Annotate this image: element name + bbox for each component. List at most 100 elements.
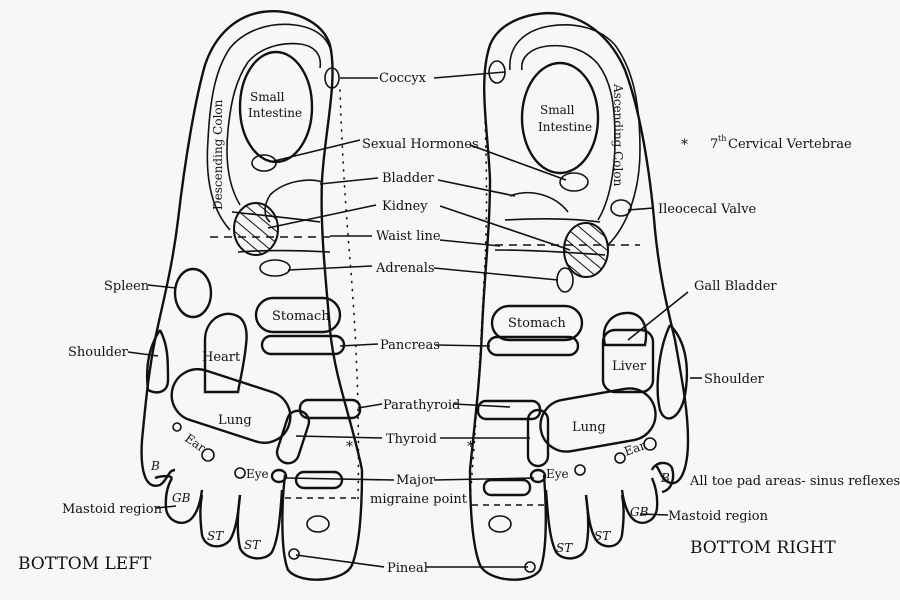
label-migraine-point: migraine point xyxy=(370,492,468,507)
right-stomach-label: Stomach xyxy=(508,316,566,331)
left-thyroid xyxy=(275,409,311,465)
left-spleen xyxy=(173,267,213,319)
seventh-cervical-number: 7 xyxy=(710,137,718,152)
right-shoulder-label: Shoulder xyxy=(704,372,765,387)
label-gall-bladder: Gall Bladder xyxy=(694,279,777,294)
right-toe-5 xyxy=(650,461,675,494)
right-adrenal xyxy=(556,267,574,293)
left-ear-point xyxy=(172,422,182,432)
right-small-intestine-line1: Small xyxy=(540,103,575,117)
left-big-toe-pad xyxy=(306,515,330,533)
left-toe-st-1: ST xyxy=(207,529,224,543)
right-eye-point-1 xyxy=(574,464,586,476)
left-descending-colon-inner xyxy=(226,42,322,206)
right-parathyroid xyxy=(476,399,542,421)
left-toe-st-2: ST xyxy=(244,538,261,552)
seventh-cervical-sup: th xyxy=(718,134,726,143)
left-eye-point-2 xyxy=(270,468,288,484)
label-bladder: Bladder xyxy=(382,171,435,186)
right-foot: * B GB ST ST xyxy=(467,12,690,581)
leader-lines xyxy=(127,71,702,568)
label-sinus-reflexes: All toe pad areas- sinus reflexes xyxy=(689,474,900,489)
left-shoulder-label: Shoulder xyxy=(68,345,129,360)
left-toe-gb: GB xyxy=(172,491,191,505)
right-kidney xyxy=(563,222,609,278)
label-major: Major xyxy=(396,473,436,488)
label-parathyroid: Parathyroid xyxy=(383,398,460,413)
right-toe-gb: GB xyxy=(630,505,649,519)
right-small-intestine xyxy=(520,61,600,175)
left-eye-label: Eye xyxy=(246,467,269,481)
left-small-intestine-line1: Small xyxy=(250,90,285,104)
left-eye-point-1 xyxy=(234,467,246,479)
label-pancreas: Pancreas xyxy=(380,338,440,353)
left-parathyroid xyxy=(298,398,362,420)
left-ear-label: Ear xyxy=(182,431,208,455)
left-stomach xyxy=(254,296,342,334)
left-heart-label: Heart xyxy=(202,350,241,365)
left-adrenal xyxy=(259,259,291,277)
right-bladder xyxy=(509,192,569,213)
left-toe-5 xyxy=(154,474,173,480)
left-foot-outline xyxy=(140,10,364,487)
bottom-left-title: BOTTOM LEFT xyxy=(18,554,152,574)
right-spine-dots xyxy=(469,89,488,501)
left-toe-3 xyxy=(199,494,242,548)
right-foot-outline xyxy=(468,12,690,485)
right-small-intestine-line2: Intestine xyxy=(538,120,592,134)
right-ascending-colon-inner xyxy=(521,44,616,221)
left-pineal-point xyxy=(288,548,300,560)
seventh-cervical-label: Cervical Vertebrae xyxy=(728,137,852,152)
right-toe-b: B xyxy=(660,471,670,485)
right-lung-label: Lung xyxy=(572,420,606,435)
right-lung xyxy=(539,387,657,453)
right-toe-4 xyxy=(620,477,659,524)
label-sexual-hormones: Sexual Hormones xyxy=(362,137,479,152)
right-eye-point-2 xyxy=(529,468,547,484)
left-small-intestine-line2: Intestine xyxy=(248,106,302,120)
right-transverse-colon-top xyxy=(504,217,601,223)
right-eye-label: Eye xyxy=(546,467,569,481)
right-gall-bladder xyxy=(602,311,648,347)
right-liver xyxy=(601,328,655,394)
right-toe-big xyxy=(468,469,547,581)
seventh-cervical-star: * xyxy=(681,137,688,153)
bottom-right-title: BOTTOM RIGHT xyxy=(690,538,836,558)
left-coccyx-point xyxy=(324,67,340,89)
left-toe-4 xyxy=(164,477,204,524)
label-pineal: Pineal xyxy=(387,561,428,576)
label-waist-line: Waist line xyxy=(376,229,441,244)
right-ascending-colon-label: Ascending Colon xyxy=(611,83,625,187)
labels: Coccyx Sexual Hormones Bladder Kidney Wa… xyxy=(18,71,900,576)
left-ear-point-2 xyxy=(201,448,215,462)
right-toe-st-2: ST xyxy=(556,541,573,555)
left-star-marker: * xyxy=(346,439,353,455)
right-star-marker: * xyxy=(467,439,474,455)
left-shoulder xyxy=(146,329,170,394)
right-mastoid-label: Mastoid region xyxy=(668,509,769,524)
right-shoulder xyxy=(656,324,689,420)
right-migraine-point xyxy=(482,478,532,497)
left-kidney xyxy=(233,202,279,256)
left-descending-colon-label: Descending Colon xyxy=(211,99,225,210)
label-coccyx: Coccyx xyxy=(379,71,427,86)
left-lung-label: Lung xyxy=(218,413,252,428)
left-toe-b: B xyxy=(150,459,160,473)
right-sexual-hormones-point xyxy=(559,172,589,192)
left-migraine-point xyxy=(294,470,344,490)
label-kidney: Kidney xyxy=(382,199,428,214)
left-stomach-label: Stomach xyxy=(272,309,330,324)
right-toe-3 xyxy=(584,494,625,548)
right-big-toe-pad xyxy=(488,515,512,533)
right-ear-point-2 xyxy=(614,452,626,464)
right-liver-label: Liver xyxy=(612,359,647,374)
left-descending-colon-outer xyxy=(206,23,333,231)
label-adrenals: Adrenals xyxy=(375,261,435,276)
label-thyroid: Thyroid xyxy=(386,432,437,447)
right-stomach xyxy=(490,304,584,342)
left-toe-big xyxy=(281,469,364,581)
right-ileocecal-valve xyxy=(610,199,632,217)
right-ascending-colon-outer xyxy=(509,24,641,246)
